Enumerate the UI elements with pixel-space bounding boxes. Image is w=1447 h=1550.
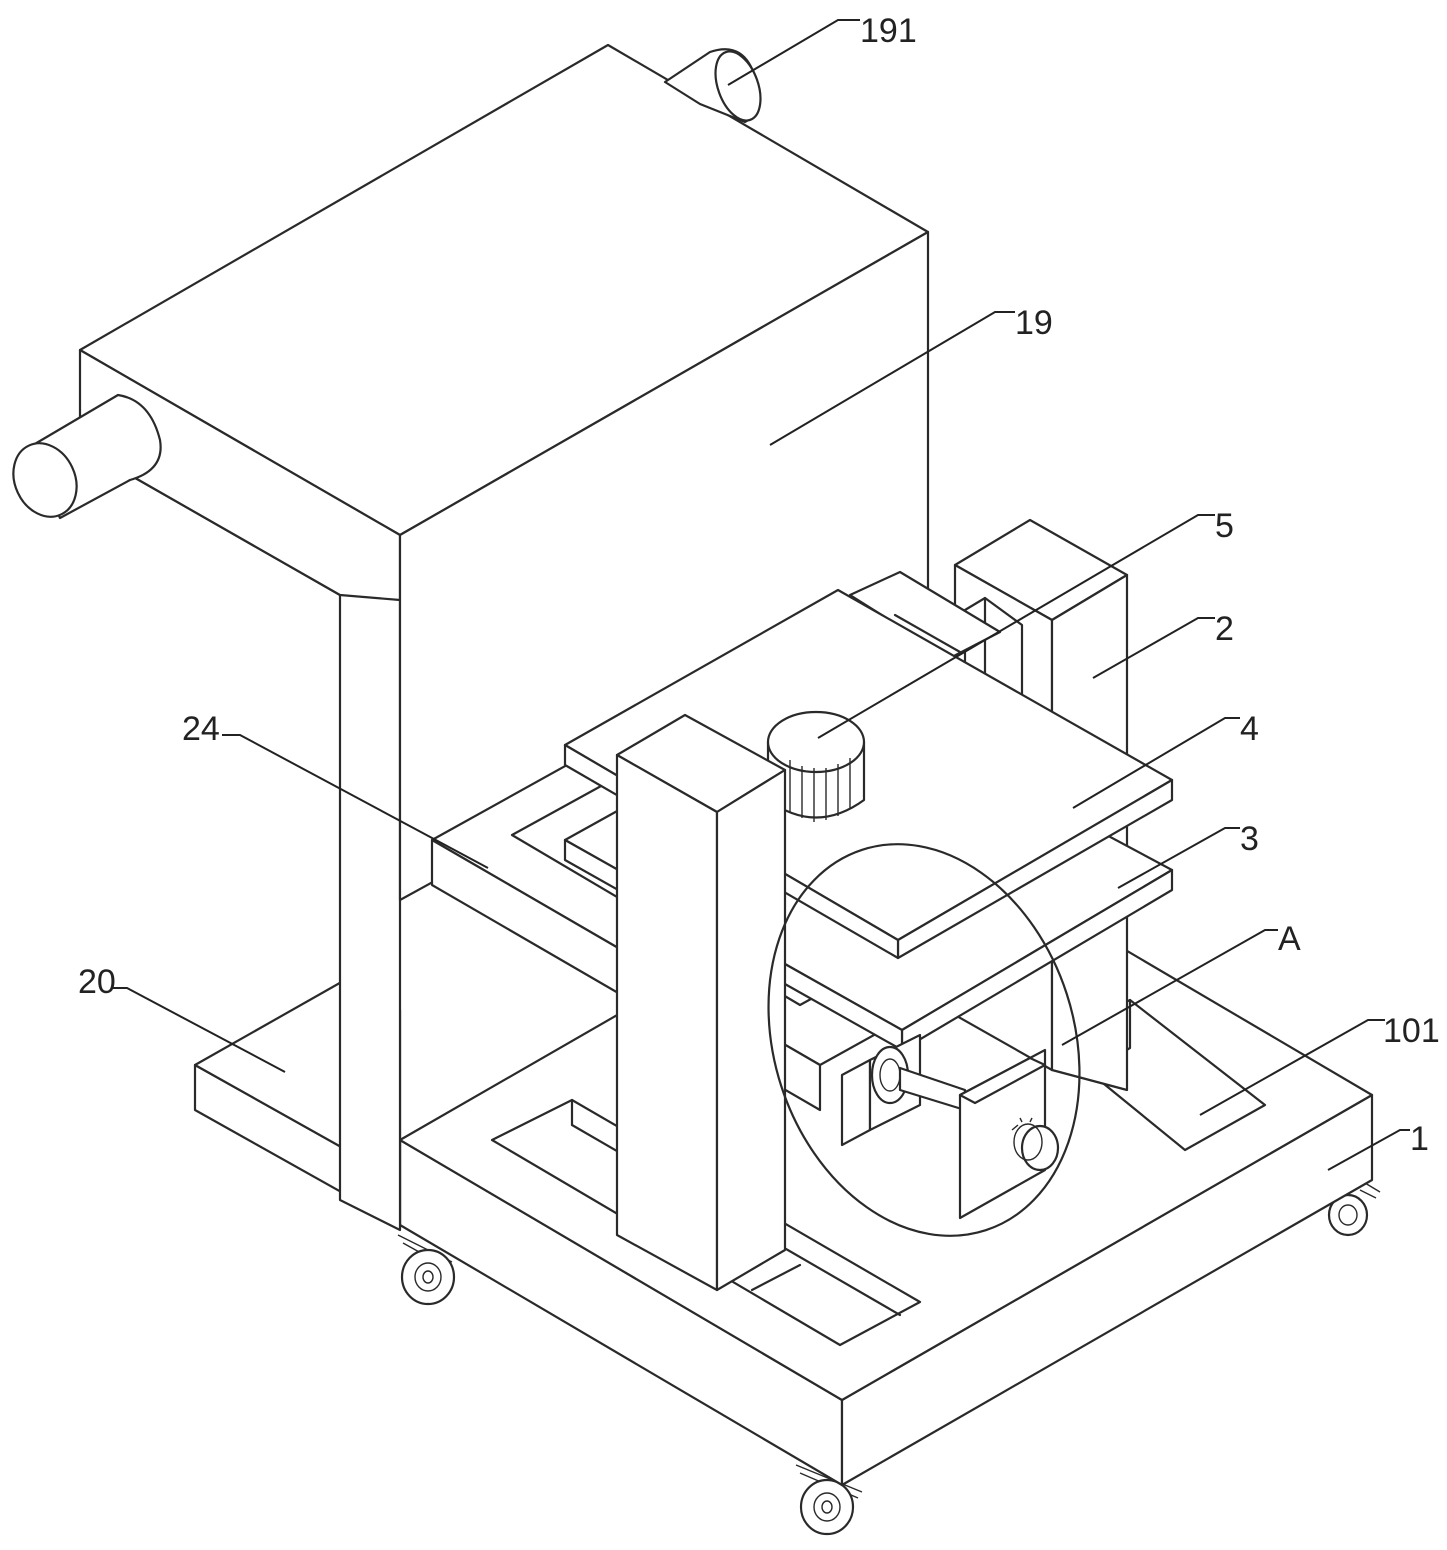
label-24: 24 (182, 710, 220, 748)
caster-wheel-left (397, 1234, 456, 1306)
label-3: 3 (1240, 820, 1259, 858)
label-19: 19 (1015, 304, 1053, 342)
label-191: 191 (860, 12, 917, 50)
label-1: 1 (1410, 1120, 1429, 1158)
motor-5 (766, 710, 866, 822)
label-20: 20 (78, 963, 116, 1001)
label-101: 101 (1383, 1012, 1440, 1050)
label-4: 4 (1240, 710, 1259, 748)
pipe-inlet-left (12, 393, 162, 520)
label-5: 5 (1215, 507, 1234, 545)
tank-body (78, 43, 930, 902)
leader-lines (113, 19, 1410, 1171)
detail-mechanism (840, 1033, 1060, 1220)
front-column (615, 713, 787, 1292)
label-2: 2 (1215, 610, 1234, 648)
label-a: A (1278, 920, 1301, 958)
detail-circle-a (767, 843, 1081, 1237)
caster-wheel-right (1327, 1179, 1381, 1237)
pipe-outlet-top (663, 48, 762, 124)
caster-wheel-front (795, 1464, 863, 1536)
